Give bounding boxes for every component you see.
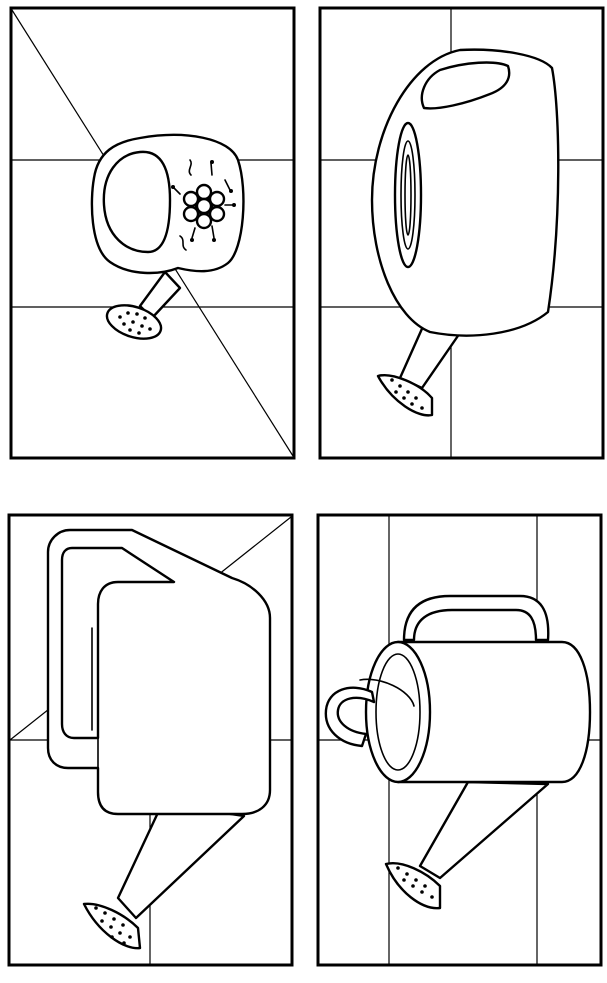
spout-holes xyxy=(118,311,152,335)
panel-watering-can-oval xyxy=(318,6,605,460)
flower-icon xyxy=(171,159,236,251)
spout-holes xyxy=(94,906,132,945)
spout-holes xyxy=(396,866,434,899)
watering-can-drawing xyxy=(324,594,592,910)
panel-watering-can-boxy xyxy=(7,513,294,967)
panel-watering-can-cylinder xyxy=(316,513,603,967)
spout-holes xyxy=(390,378,424,410)
watering-can-drawing xyxy=(90,133,245,340)
watering-can-drawing xyxy=(370,48,560,417)
panel-watering-can-flower xyxy=(9,6,296,460)
watering-can-drawing xyxy=(46,528,272,950)
